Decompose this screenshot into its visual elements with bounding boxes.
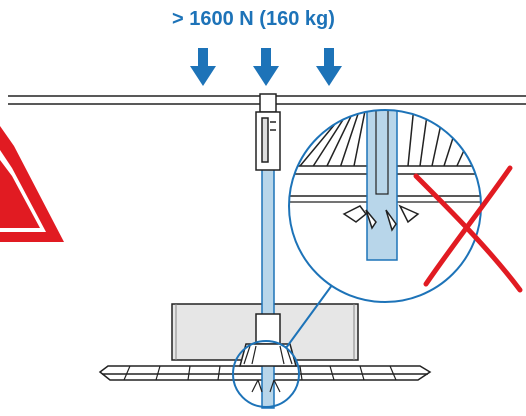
cross-mark-icon [413,165,523,293]
down-arrow-icon [190,48,216,86]
suspension-rod [261,167,275,409]
down-arrow-icon [316,48,342,86]
down-arrow-icon [253,48,279,86]
detail-circle [288,109,482,303]
warning-triangle-icon [0,126,64,244]
load-force-label: > 1600 N (160 kg) [172,8,335,30]
lamp-clamp [239,313,297,367]
force-arrows [190,48,342,86]
ceiling-mount [255,93,281,171]
